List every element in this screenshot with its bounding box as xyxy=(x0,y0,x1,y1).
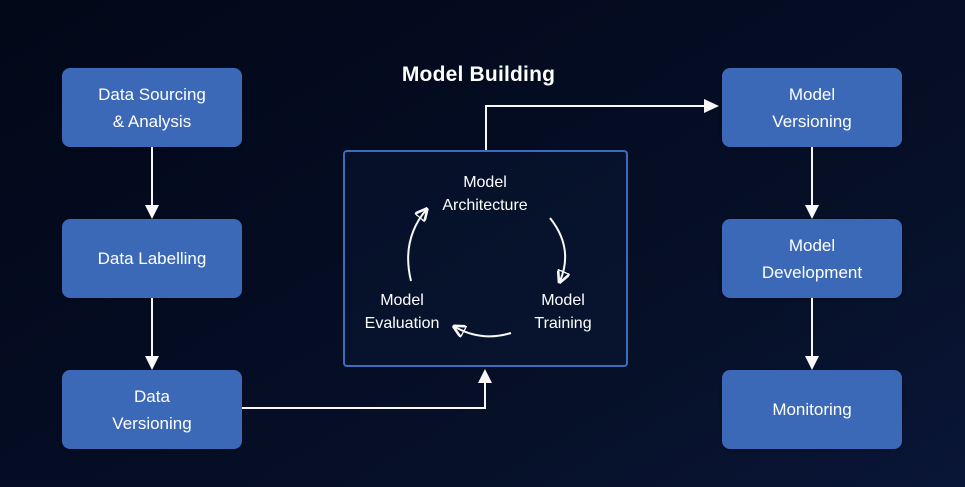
arrow-development-to-monitoring xyxy=(805,298,819,370)
model-building-title: Model Building xyxy=(401,63,556,86)
arrow-versioning-to-development xyxy=(805,147,819,219)
arrow-model-building-to-model-versioning xyxy=(485,99,719,150)
cycle-node-model-evaluation: Model Evaluation xyxy=(364,292,440,332)
monitoring-box: Monitoring xyxy=(722,370,902,449)
arrow-labelling-to-versioning xyxy=(145,298,159,370)
data-sourcing-analysis-box: Data Sourcing & Analysis xyxy=(62,68,242,147)
cycle-node-model-training: Model Training xyxy=(534,292,592,332)
arrow-sourcing-to-labelling xyxy=(145,147,159,219)
cycle-node-model-architecture: Model Architecture xyxy=(442,174,528,214)
data-labelling-box: Data Labelling xyxy=(62,219,242,298)
model-development-box: Model Development xyxy=(722,219,902,298)
model-versioning-box: Model Versioning xyxy=(722,68,902,147)
arrow-data-versioning-to-model-building xyxy=(242,369,492,409)
data-versioning-box: Data Versioning xyxy=(62,370,242,449)
